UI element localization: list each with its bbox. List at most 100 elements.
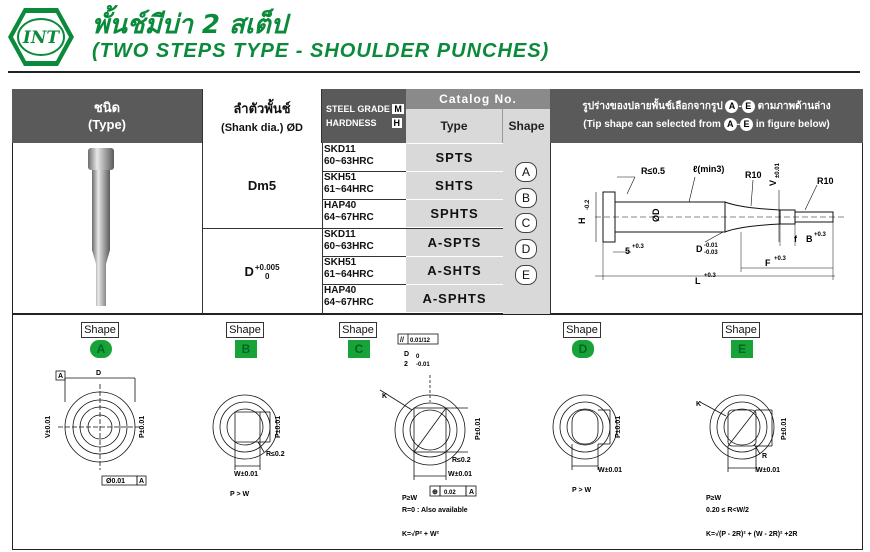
shank-d-tol-bot: 0: [264, 271, 270, 281]
dim-v: V: [768, 180, 778, 186]
dim-five: 5: [625, 246, 630, 256]
shape-c-drawing: // 0.01/12 D 2 0 -0.01 K P±0.01 R≤0.2 W±…: [379, 333, 482, 538]
dim-f-small: f: [794, 234, 798, 244]
dim-b: B: [806, 234, 813, 244]
shape-c-parallel: //: [400, 337, 404, 344]
shape-a-dim-p: P±0.01: [139, 416, 146, 438]
catalog-type-4[interactable]: A-SPTS: [406, 229, 503, 256]
shape-a-dim-d: D: [96, 370, 101, 377]
catalog-type-5[interactable]: A-SHTS: [406, 257, 503, 284]
shape-d-label: Shape: [563, 322, 601, 338]
shape-c-formula: K=√P² + W²: [402, 530, 440, 538]
catalog-type-2[interactable]: SHTS: [406, 172, 503, 199]
shape-b-drawing: P±0.01 R≤0.2 W±0.01 P > W: [212, 394, 285, 498]
col-header-tip: รูปร่างของปลายพั้นช์เลือกจากรูป A-E ตามภ…: [550, 89, 863, 143]
catalog-type-3[interactable]: SPHTS: [406, 200, 503, 227]
shape-e-label: Shape: [722, 322, 760, 338]
col-shank-en: (Shank dia.) ØD: [221, 122, 303, 134]
dim-v-tol: ±0.01: [775, 162, 781, 178]
steel-grade-label: STEEL GRADE: [326, 104, 390, 114]
dim-L: L: [695, 276, 701, 286]
col-type-en: (Type): [87, 117, 127, 132]
col-header-shank: ลำตัวพั้นช์ (Shank dia.) ØD: [202, 89, 322, 143]
catalog-type-1[interactable]: SPTS: [406, 144, 503, 171]
shape-b-dim-p: P±0.01: [275, 416, 282, 438]
dim-F-tol: +0.3: [774, 256, 787, 262]
shape-c-dtol-bot: -0.01: [416, 362, 430, 368]
punch-technical-drawing: R≤0.5 ℓ(min3) R10 R10 H -0.2 ØD D -0.01 …: [577, 162, 845, 286]
shape-e-badge: E: [731, 340, 753, 358]
shape-a-label: Shape: [81, 322, 119, 338]
dim-d-tol-top: -0.01: [704, 243, 718, 249]
shape-d-dim-w: W±0.01: [598, 467, 622, 474]
col-header-type: ชนิด (Type): [12, 89, 202, 143]
dim-b-tol: +0.3: [814, 232, 827, 238]
shape-b-dim-r: R≤0.2: [266, 451, 285, 458]
shank-d-label: D: [244, 264, 254, 279]
hardness-badge: H: [391, 118, 403, 128]
steel-grade-badge: M: [392, 104, 404, 114]
catalog-type-6[interactable]: A-SPHTS: [406, 285, 503, 312]
shape-option-d[interactable]: D: [515, 239, 537, 259]
col-shank-thai: ลำตัวพั้นช์: [233, 101, 291, 116]
shape-e-dim-p: P±0.01: [781, 418, 788, 440]
shape-c-dtol-top: 0: [416, 354, 420, 360]
col-header-steel: STEEL GRADE M HARDNESS H: [322, 89, 406, 143]
tip-from-badge-2: A: [723, 118, 737, 131]
int-logo: INT: [8, 8, 74, 66]
shape-e-k: K: [696, 401, 701, 408]
shape-e-note2: 0.20 ≤ R<W/2: [706, 507, 749, 514]
shape-e-drawing: K P±0.01 R W±0.01 P≥W 0.20 ≤ R<W/2 K=√(P…: [696, 394, 797, 538]
dim-d-tol-bot: -0.03: [704, 250, 718, 256]
shape-d-note: P > W: [572, 487, 592, 494]
shape-b-note: P > W: [230, 491, 250, 498]
shape-b-badge: B: [235, 340, 257, 358]
tip-to-badge: E: [741, 100, 755, 113]
shape-option-a[interactable]: A: [515, 162, 537, 182]
shape-d-dim-p: P±0.01: [615, 416, 622, 438]
shape-option-c[interactable]: C: [515, 213, 537, 233]
tip-en-a: (Tip shape can selected from: [583, 119, 721, 130]
tip-from-badge: A: [725, 100, 739, 113]
shape-e-note1: P≥W: [706, 495, 722, 502]
shape-panel: [12, 314, 863, 550]
shape-d-drawing: P±0.01 W±0.01 P > W: [552, 394, 622, 494]
shape-c-note2: R=0 : Also available: [402, 507, 468, 514]
shape-b-label: Shape: [226, 322, 264, 338]
shape-c-dfrac: D: [404, 351, 409, 358]
dim-min3: ℓ(min3): [693, 164, 724, 174]
dim-L-tol: +0.3: [704, 273, 717, 279]
dim-five-tol: +0.3: [632, 244, 645, 250]
shape-c-badge: C: [348, 340, 370, 358]
tip-thai-a: รูปร่างของปลายพั้นช์เลือกจากรูป: [582, 101, 723, 112]
shape-c-dim-r: R≤0.2: [452, 457, 471, 464]
shape-option-b[interactable]: B: [515, 188, 537, 208]
shape-b-dim-w: W±0.01: [234, 471, 258, 478]
shape-d-badge: D: [572, 340, 594, 358]
shape-c-position: ⊕: [432, 489, 438, 496]
shape-a-dim-v: V±0.01: [45, 416, 52, 438]
dim-r-le-05: R≤0.5: [641, 166, 665, 176]
col-header-cat-type: Type: [406, 109, 503, 143]
dim-od: ØD: [651, 208, 661, 222]
shape-option-e[interactable]: E: [515, 265, 537, 285]
shape-c-position-ref: A: [469, 489, 474, 496]
dim-r10-b: R10: [817, 176, 834, 186]
shape-a-badge: A: [90, 340, 112, 358]
shape-c-note1: P≥W: [402, 495, 418, 502]
col-type-thai: ชนิด: [93, 100, 121, 115]
dim-d: D: [696, 244, 703, 254]
dim-F: F: [765, 258, 771, 268]
shape-c-parallel-tol: 0.01/12: [410, 338, 431, 344]
dim-r10-a: R10: [745, 170, 762, 180]
shape-c-position-tol: 0.02: [444, 490, 456, 496]
shape-e-formula: K=√(P - 2R)² + (W - 2R)² +2R: [706, 530, 797, 538]
title-divider: [8, 71, 860, 73]
hardness-label: HARDNESS: [326, 118, 377, 128]
